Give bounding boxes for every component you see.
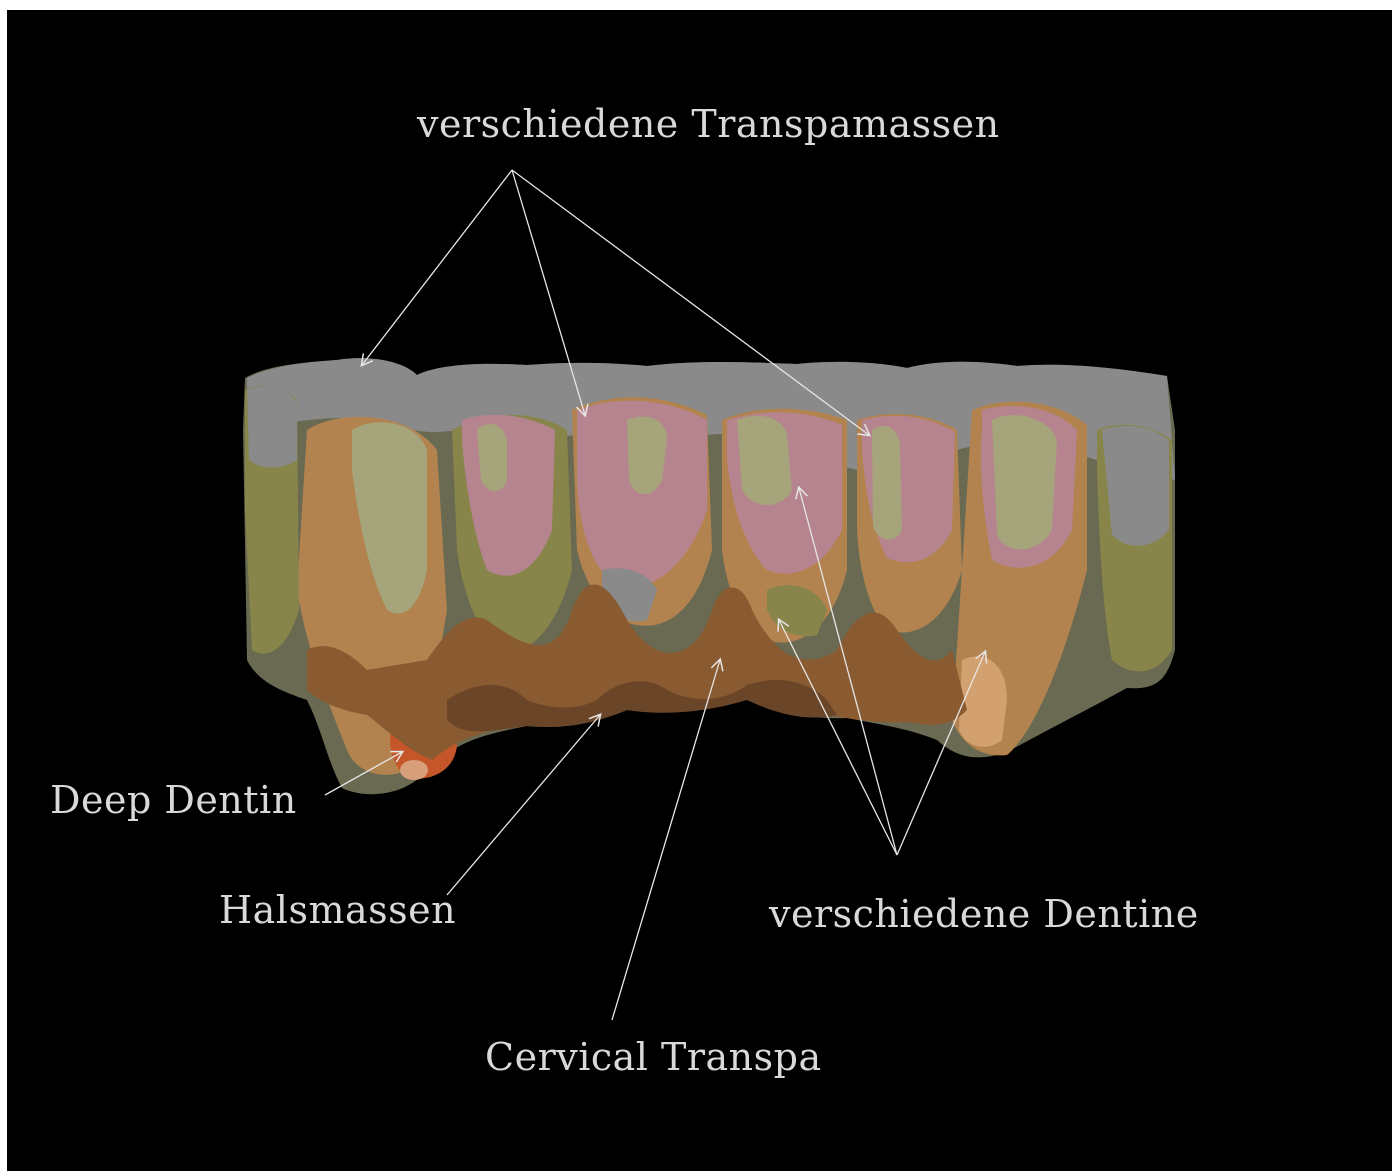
tooth-block: [243, 358, 1175, 794]
line-halsmassen: [447, 715, 600, 895]
teeth-illustration: [7, 10, 1392, 1171]
neck-band: [447, 680, 837, 731]
label-verschiedene-dentine: verschiedene Dentine: [769, 892, 1199, 936]
label-transpamassen: verschiedene Transpamassen: [417, 102, 1000, 146]
tooth-left-edge: [245, 386, 299, 654]
diagram-canvas: verschiedene Transpamassen Deep Dentin H…: [7, 10, 1392, 1171]
line-cervical: [612, 660, 720, 1020]
tooth-5: [857, 414, 962, 632]
label-cervical-transpa: Cervical Transpa: [485, 1035, 822, 1079]
label-halsmassen: Halsmassen: [219, 888, 456, 932]
tooth-7: [1097, 425, 1172, 672]
line-transpa-1: [362, 170, 512, 365]
label-deep-dentin: Deep Dentin: [50, 778, 297, 822]
